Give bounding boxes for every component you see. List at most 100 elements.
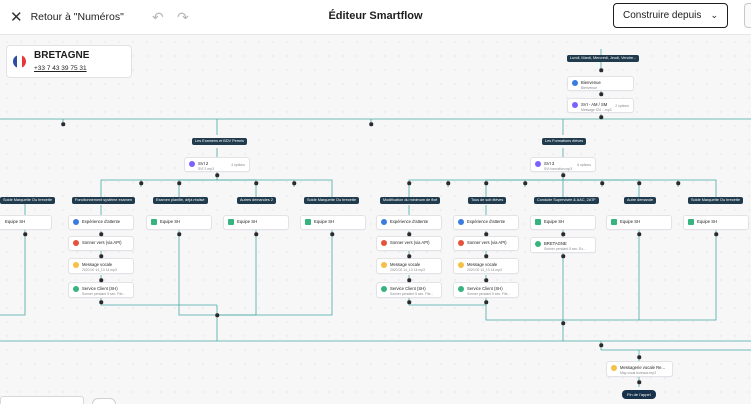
team-node[interactable]: Equipe SH	[146, 215, 212, 230]
branch-pill-exams[interactable]: Les Examens et BDV Permis	[192, 138, 247, 145]
connector-dot[interactable]	[637, 181, 641, 185]
category-pill[interactable]: Fonctionnement système examen	[72, 197, 135, 204]
service-label: Service Client (SH)	[467, 286, 503, 291]
welcome-node[interactable]: Bienvenue Bienvenue	[567, 76, 634, 91]
ring-node[interactable]: Sonner vers (via API)	[376, 236, 442, 251]
category-pill[interactable]: Autres demandes 2	[237, 197, 276, 204]
category-pill[interactable]: Solde Marquette Ou Irrecette	[0, 197, 55, 204]
voicemail-icon	[381, 262, 387, 268]
experience-label: Expérience d'attente	[82, 219, 121, 224]
connector-dot[interactable]	[407, 254, 411, 258]
experience-node[interactable]: Expérience d'attente	[68, 215, 134, 230]
connector-dot[interactable]	[407, 181, 411, 185]
team-node[interactable]: Equipe SH	[606, 215, 672, 230]
connector-dot[interactable]	[99, 278, 103, 282]
connector-dot[interactable]	[484, 254, 488, 258]
team-node[interactable]: Equipe SH	[223, 215, 289, 230]
zoom-control[interactable]	[92, 398, 116, 404]
ring-node[interactable]: Sonner vers (via API)	[68, 236, 134, 251]
connector-dot[interactable]	[407, 278, 411, 282]
voicemail-node[interactable]: Message vocale 2020.00 14_13 14.mp3	[68, 258, 134, 274]
connector-dot[interactable]	[484, 181, 488, 185]
category-pill[interactable]: Tous de soit élèves	[468, 197, 507, 204]
branch-pill-formations[interactable]: Les Formations élèves	[542, 138, 587, 145]
connector-dot[interactable]	[637, 380, 641, 384]
connector-dot[interactable]	[177, 232, 181, 236]
team-node[interactable]: Equipe SH	[683, 215, 749, 230]
number-info-card[interactable]: BRETAGNE +33 7 43 39 75 31	[6, 45, 132, 78]
experience-node[interactable]: Expérience d'attente	[453, 215, 519, 230]
bretagne-node[interactable]: BRETAGNE Sonner pendant 5 sec. Ex...	[530, 237, 596, 253]
voicemail-node[interactable]: Message vocale 2020.00 14_13 14.mp3	[453, 258, 519, 274]
connector-dot[interactable]	[99, 254, 103, 258]
connector-dot[interactable]	[254, 232, 258, 236]
connector-dot[interactable]	[599, 92, 603, 96]
experience-node[interactable]: Expérience d'attente	[376, 215, 442, 230]
connector-dot[interactable]	[177, 181, 181, 185]
category-pill[interactable]: Examen planifié, déjà réalisé	[153, 197, 208, 204]
category-pill[interactable]: Conduite Supervisée & AAC, 2ATF	[534, 197, 599, 204]
side-panel-button[interactable]	[744, 3, 751, 28]
connector-dot[interactable]	[23, 232, 27, 236]
redo-icon[interactable]: ↷	[177, 9, 189, 25]
service-node[interactable]: Service Client (SH) Sonner pendant 5 sec…	[376, 282, 442, 298]
final-voicemail-node[interactable]: Messagerie vocale Re... Msg vocal bureau…	[606, 361, 673, 377]
team-node[interactable]: Equipe SH	[530, 215, 596, 230]
flag-france-icon	[305, 219, 311, 225]
connector-dot[interactable]	[676, 181, 680, 185]
connector-dot[interactable]	[330, 232, 334, 236]
schedule-pill[interactable]: Lundi, Mardi, Mercredi, Jeudi, Vendre...	[567, 55, 640, 62]
service-node[interactable]: Service Client (SH) Sonner pendant 5 sec…	[453, 282, 519, 298]
build-from-button[interactable]: Construire depuis ⌄	[613, 3, 728, 28]
back-button[interactable]: ✕ Retour à "Numéros"	[10, 8, 124, 26]
connector-dot[interactable]	[369, 122, 373, 126]
flow-canvas[interactable]: BRETAGNE +33 7 43 39 75 31 Lundi, Mardi,…	[0, 35, 751, 404]
connector-dot[interactable]	[523, 181, 527, 185]
connector-dot[interactable]	[599, 115, 603, 119]
connector-dot[interactable]	[637, 355, 641, 359]
undo-icon[interactable]: ↶	[152, 9, 164, 25]
connector-dot[interactable]	[61, 122, 65, 126]
team-node[interactable]: Equipe SH	[0, 215, 52, 230]
connector-dot[interactable]	[215, 313, 219, 317]
connector-dot[interactable]	[139, 181, 143, 185]
service-node[interactable]: Service Client (SH) Sonner pendant 5 sec…	[68, 282, 134, 298]
connector-dot[interactable]	[254, 181, 258, 185]
category-pill[interactable]: Solde Marquette Ou Irrecette	[688, 197, 743, 204]
connector-dot[interactable]	[599, 343, 603, 347]
voicemail-node[interactable]: Message vocale 2020.00 14_13 14.mp3	[376, 258, 442, 274]
ring-node[interactable]: Sonner vers (via API)	[453, 236, 519, 251]
connector-dot[interactable]	[600, 181, 604, 185]
connector-dot[interactable]	[292, 181, 296, 185]
team-icon	[381, 286, 387, 292]
category-pill[interactable]: Modification du minimum de fixé	[380, 197, 441, 204]
connector-dot[interactable]	[407, 232, 411, 236]
svi2-node[interactable]: SVI 2 SVI 2.mp3 4 options	[184, 157, 250, 172]
connector-dot[interactable]	[637, 232, 641, 236]
connector-dot[interactable]	[484, 300, 488, 304]
connector-dot[interactable]	[561, 321, 565, 325]
end-call-pill[interactable]: Fin de l'appel	[622, 390, 656, 399]
minimap-panel[interactable]	[0, 396, 84, 404]
connector-dot[interactable]	[99, 300, 103, 304]
connector-dot[interactable]	[561, 232, 565, 236]
category-pill[interactable]: Solde Marquette Ou Irrecette	[304, 197, 359, 204]
team-node[interactable]: Equipe SH	[300, 215, 366, 230]
voicemail-label: Message vocale	[82, 262, 113, 267]
svi3-node[interactable]: SVI 3 SVI formation.mp3 6 options	[530, 157, 596, 172]
category-pill[interactable]: Autre demande	[624, 197, 656, 204]
connector-dot[interactable]	[561, 254, 565, 258]
connector-dot[interactable]	[599, 68, 603, 72]
svi2-title: SVI 2	[198, 161, 209, 166]
phone-number-link[interactable]: +33 7 43 39 75 31	[34, 65, 87, 72]
voicemail-subtitle: 2020.00 14_13 14.mp3	[82, 267, 117, 272]
svi-am-sm-node[interactable]: SVI - AM / SM Message SVI ...mp3 2 optio…	[567, 98, 634, 113]
connector-dot[interactable]	[446, 181, 450, 185]
connector-dot[interactable]	[407, 300, 411, 304]
connector-dot[interactable]	[561, 173, 565, 177]
connector-dot[interactable]	[484, 232, 488, 236]
connector-dot[interactable]	[215, 173, 219, 177]
connector-dot[interactable]	[484, 278, 488, 282]
connector-dot[interactable]	[99, 232, 103, 236]
connector-dot[interactable]	[714, 232, 718, 236]
